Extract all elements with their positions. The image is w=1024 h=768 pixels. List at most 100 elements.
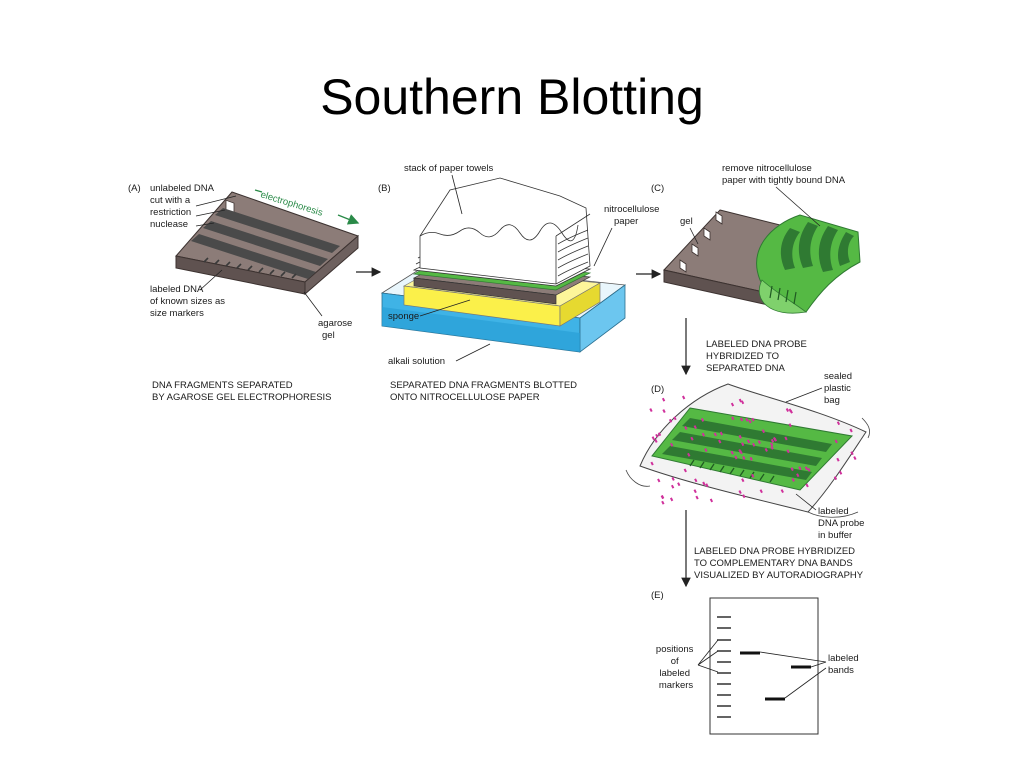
probe-dot [784,436,788,441]
probe-dot [805,483,809,488]
paper-towels [412,177,592,287]
probe-dot [850,451,854,456]
membrane-d-marker-bands [689,459,775,483]
probe-dot [770,438,775,443]
probe-dot [657,478,661,483]
panel-b-letter: (B) [378,183,391,194]
probe-dot [759,489,763,494]
probe-dot [798,466,802,471]
probe-dot [741,478,745,483]
electrophoresis-arrow [337,214,360,225]
marker-ladder [717,616,731,718]
probe-dot [649,408,653,412]
pointer-markers [199,269,223,291]
probe-dot [785,408,790,412]
pointer-agarose [303,291,323,317]
caption-a: DNA FRAGMENTS SEPARATED BY AGAROSE GEL E… [152,380,332,403]
probe-dot [662,409,666,414]
probe-dot [701,432,706,437]
probe-dot [742,455,746,460]
label-sealed-bag: sealed plastic bag [824,371,855,406]
probe-dot [791,478,795,482]
probe-dot [770,442,774,447]
probe-dot [660,495,664,500]
probe-dot [849,428,853,433]
electrophoresis-dash [254,189,263,193]
panel-b: (B) [378,163,659,403]
label-labeled-bands: labeled bands [828,653,861,676]
probe-dot [739,417,744,422]
label-paper-towels: stack of paper towels [404,163,493,174]
probe-dot [790,467,794,472]
slide-title: Southern Blotting [320,69,704,125]
pointer-positions [697,639,719,673]
probe-dot [693,425,697,429]
probe-dot [751,473,755,478]
probe-dot [655,433,659,438]
probe-dot [661,397,666,402]
probe-dot [746,439,751,444]
probe-dot [693,489,697,494]
membrane-d-bands [662,418,832,480]
probe-dot [789,409,793,414]
probe-dot [683,468,687,473]
probe-dot [770,445,774,450]
probe-dot [690,436,694,441]
probe-dot [669,497,674,502]
pointer-bag [785,387,823,403]
probe-dot [671,484,675,489]
probe-dot [681,395,686,400]
probe-dot [719,431,724,436]
probe-dot [651,436,655,441]
probe-dot [738,398,743,403]
caption-d: LABELED DNA PROBE HYBRIDIZED TO COMPLEME… [694,546,864,581]
probe-dot [700,417,705,422]
pointer-remove [775,186,821,227]
probe-dot [661,500,665,505]
label-agarose-gel: agarose gel [318,318,355,341]
probe-dot [731,416,735,421]
probe-dot [764,448,768,452]
probe-dot [838,470,843,475]
probe-dot [788,423,792,428]
panel-d-letter: (D) [651,384,664,395]
probe-dot [730,450,734,455]
probe-dot [751,417,755,422]
pointer-alkali [455,343,491,362]
probe-dot [772,437,777,441]
panel-a-letter: (A) [128,183,141,194]
probe-dot [738,490,742,495]
membrane-bands [780,222,854,272]
sealed-bag [625,383,870,518]
panel-e: (E) positions of labeled markers [651,590,861,735]
probe-dot [650,461,654,466]
probe-dot [749,456,753,461]
probe-dot [684,426,688,430]
probe-dot [677,482,681,487]
panel-e-letter: (E) [651,590,664,601]
probe-dot [671,476,675,481]
pointer-probe [795,493,817,511]
probe-dot [657,432,662,437]
probe-dot [748,419,752,424]
label-positions-markers: positions of labeled markers [656,644,696,691]
dna-lane [191,234,316,279]
label-labeled-probe: labeled DNA probe in buffer [818,506,867,541]
label-alkali: alkali solution [388,356,445,367]
label-sponge: sponge [388,311,419,322]
hybridized-bands [740,651,811,701]
probe-dot [757,440,761,445]
probe-dot [807,467,811,472]
probe-dot [796,473,800,478]
probe-dot [738,434,742,439]
probe-dot [709,498,714,503]
pointer-unlabeled [195,195,237,227]
probe-dot [730,402,735,407]
probe-dot [741,442,745,447]
label-gel-c: gel [680,216,693,227]
probe-dot [734,455,738,460]
probe-dot [853,456,857,461]
probe-dot [668,418,673,423]
pointer-gel-c [689,227,699,245]
